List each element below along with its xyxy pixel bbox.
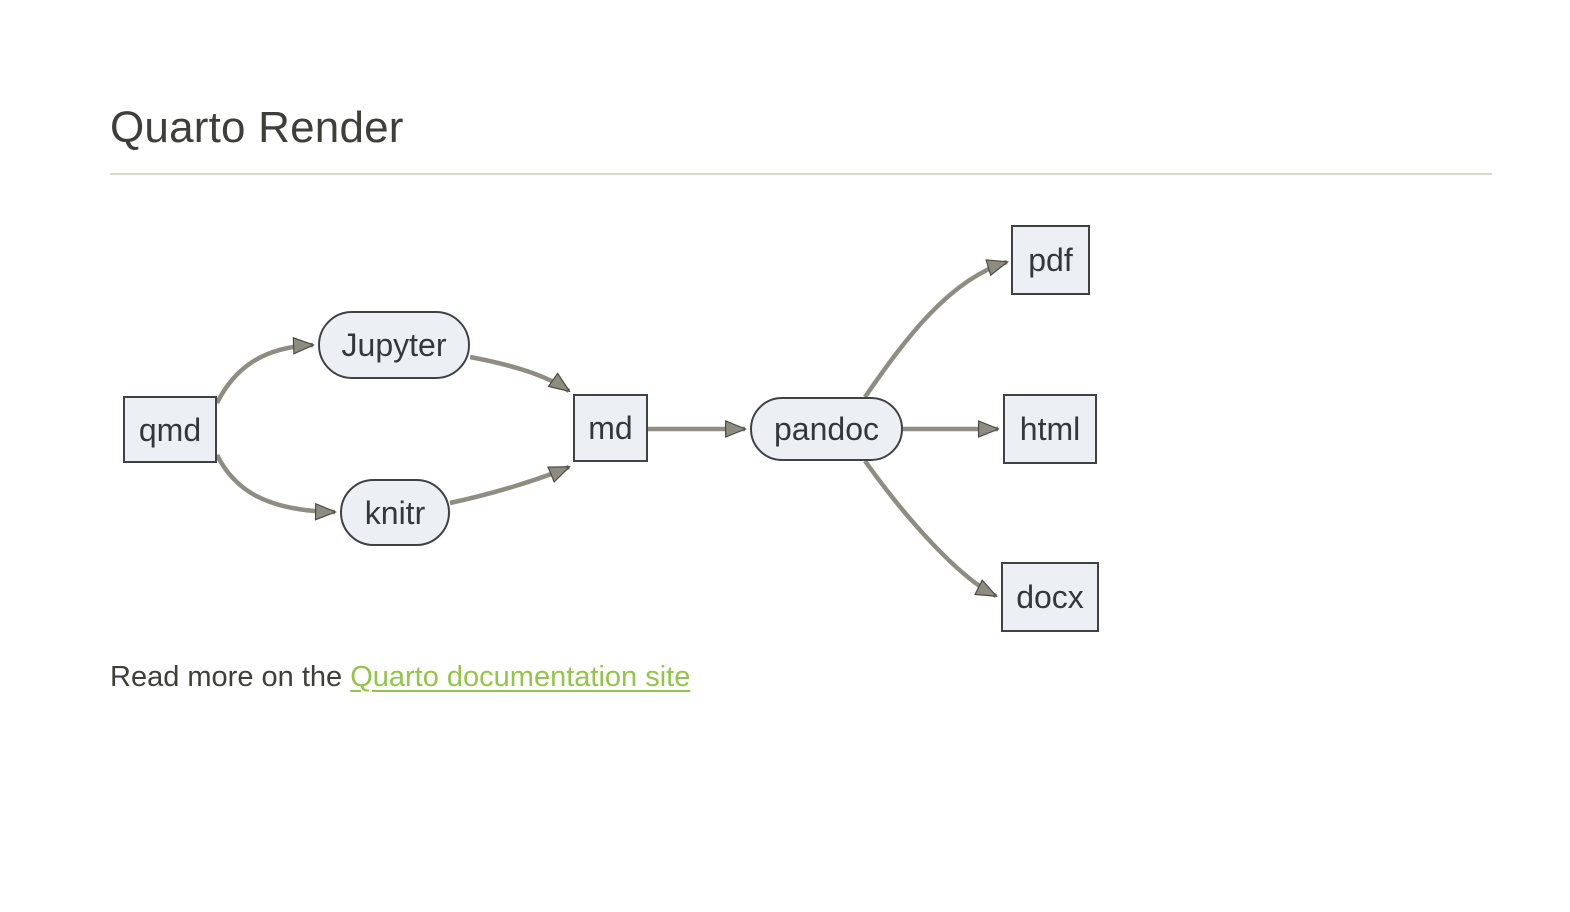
footer-text: Read more on the — [110, 661, 351, 694]
node-md-label: md — [588, 410, 633, 447]
edge-qmd-jupyter — [214, 345, 313, 405]
node-jupyter: Jupyter — [318, 311, 470, 380]
page-title: Quarto Render — [110, 103, 404, 152]
edge-qmd-knitr — [214, 454, 335, 512]
node-md: md — [573, 394, 648, 463]
edge-knitr-md — [449, 465, 569, 506]
node-docx: docx — [1001, 562, 1099, 633]
node-qmd: qmd — [123, 396, 217, 464]
node-pandoc-label: pandoc — [774, 411, 879, 448]
document-page: Quarto Render qmd Jupyte — [110, 103, 1492, 694]
node-pandoc: pandoc — [750, 397, 903, 462]
node-qmd-label: qmd — [138, 411, 202, 448]
node-html-label: html — [1019, 411, 1081, 448]
flowchart-diagram: qmd Jupyter knitr md pandoc pdf html doc… — [110, 179, 1492, 641]
node-knitr-label: knitr — [364, 494, 426, 531]
edge-jupyter-md — [469, 355, 569, 394]
flowchart-edges-layer — [214, 179, 1492, 599]
node-pdf: pdf — [1011, 225, 1090, 296]
edge-pandoc-pdf — [863, 262, 1007, 399]
node-html: html — [1003, 394, 1097, 465]
node-docx-label: docx — [1016, 579, 1084, 616]
edge-pandoc-docx — [863, 460, 996, 599]
footer-paragraph: Read more on the Quarto documentation si… — [110, 661, 1492, 694]
node-pdf-label: pdf — [1028, 242, 1073, 279]
quarto-documentation-link[interactable]: Quarto documentation site — [350, 661, 691, 694]
node-jupyter-label: Jupyter — [341, 327, 447, 364]
title-divider — [110, 173, 1492, 176]
node-knitr: knitr — [340, 479, 450, 547]
